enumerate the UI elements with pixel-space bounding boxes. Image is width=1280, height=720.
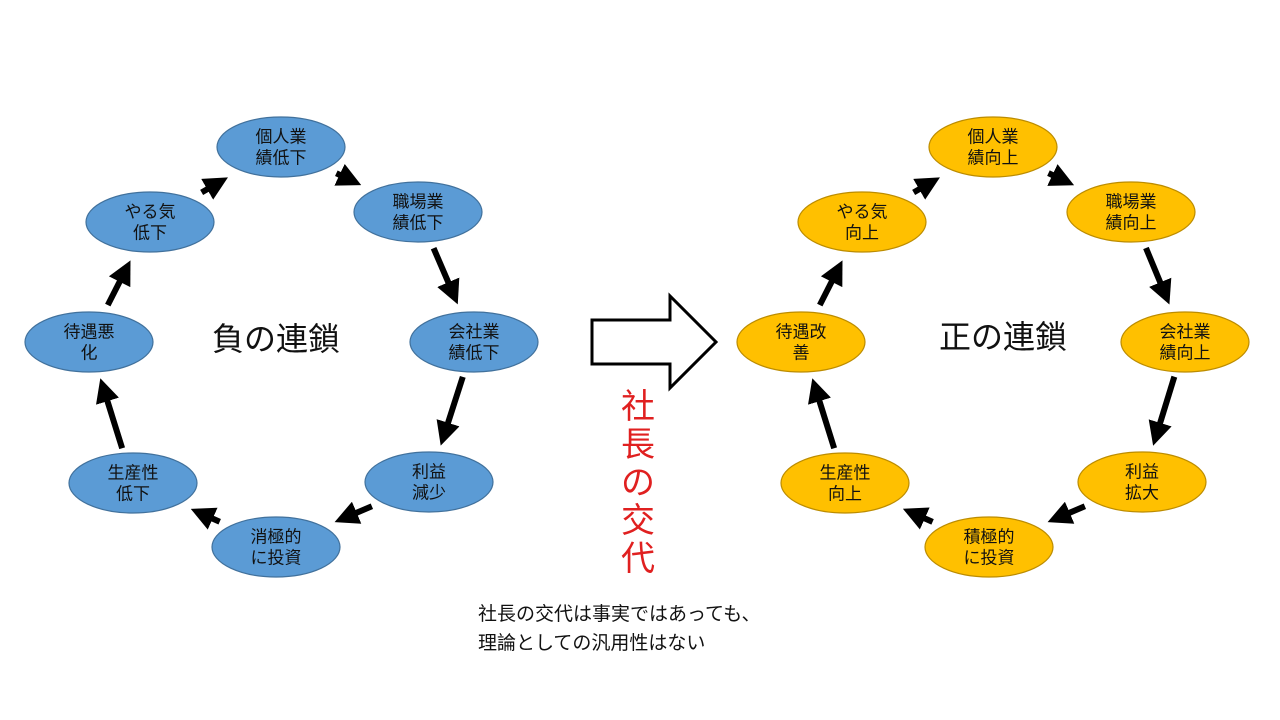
negative-node-label-line: 消極的 xyxy=(251,528,302,548)
positive-node-shape xyxy=(736,311,866,373)
negative-node-label-line: 低下 xyxy=(133,224,167,244)
positive-node-label-line: に投資 xyxy=(964,549,1015,569)
positive-arrow-6 xyxy=(808,378,838,450)
negative-arrow-7 xyxy=(105,260,131,307)
negative-node-label-line: 績低下 xyxy=(393,214,444,234)
negative-arrow-8 xyxy=(200,177,228,200)
negative-node-label-line: 職場業 xyxy=(393,193,444,213)
transition-label-char-2: 長 xyxy=(621,425,655,465)
positive-cycle-title: 正の連鎖 xyxy=(939,318,1067,356)
negative-node-shape xyxy=(211,516,341,578)
positive-node-label-line: 績向上 xyxy=(1106,214,1157,234)
negative-node-label-line: 低下 xyxy=(116,485,150,505)
negative-node-label-line: 績低下 xyxy=(449,344,500,364)
positive-node-label-line: 向上 xyxy=(845,224,879,244)
negative-arrow-6 xyxy=(96,378,126,450)
positive-node-shape xyxy=(928,116,1058,178)
positive-node-label-line: 個人業 xyxy=(968,128,1019,148)
positive-node-label-line: やる気 xyxy=(837,203,888,223)
positive-node-shape xyxy=(797,191,927,253)
positive-node-label-line: 績向上 xyxy=(968,149,1019,169)
positive-node-label-line: 善 xyxy=(793,344,810,364)
positive-arrow-7 xyxy=(817,260,843,307)
footnote: 社長の交代は事実ではあっても、 理論としての汎用性はない xyxy=(478,600,761,658)
positive-node-label-line: 向上 xyxy=(828,485,862,505)
negative-cycle: 個人業績低下職場業績低下会社業績低下利益減少消極的に投資生産性低下待遇悪化やる気… xyxy=(24,116,539,578)
positive-arrow-4 xyxy=(1047,501,1087,524)
positive-node-shape xyxy=(1066,181,1196,243)
positive-cycle-arrows xyxy=(808,164,1178,530)
positive-node-shape xyxy=(1120,311,1250,373)
negative-node-label-line: 待遇悪 xyxy=(64,323,115,343)
negative-arrow-2 xyxy=(430,247,460,305)
positive-node-label-line: 会社業 xyxy=(1160,323,1211,343)
positive-cycle: 個人業績向上職場業績向上会社業績向上利益拡大積極的に投資生産性向上待遇改善やる気… xyxy=(736,116,1250,578)
positive-node-label-line: 生産性 xyxy=(820,464,871,484)
negative-node-shape xyxy=(85,191,215,253)
negative-cycle-nodes: 個人業績低下職場業績低下会社業績低下利益減少消極的に投資生産性低下待遇悪化やる気… xyxy=(24,116,539,578)
negative-node-label-line: 個人業 xyxy=(256,128,307,148)
negative-node-label-line: 会社業 xyxy=(449,323,500,343)
negative-node-label-line: に投資 xyxy=(251,549,302,569)
transition-label-char-4: 交 xyxy=(621,501,655,541)
positive-node-label-line: 拡大 xyxy=(1125,484,1159,504)
positive-node-label-line: 待遇改 xyxy=(776,323,827,343)
positive-node-shape xyxy=(1077,451,1207,513)
positive-arrow-8 xyxy=(912,177,940,200)
negative-cycle-arrows xyxy=(96,163,466,530)
negative-node-label-line: 利益 xyxy=(412,463,446,483)
negative-arrow-4 xyxy=(334,501,374,524)
positive-node-label-line: 職場業 xyxy=(1106,193,1157,213)
positive-node-label-line: 積極的 xyxy=(964,528,1015,548)
transition-label-char-5: 代 xyxy=(621,539,655,579)
transition-label-char-1: 社 xyxy=(621,387,655,427)
positive-arrow-1 xyxy=(1047,164,1075,186)
positive-cycle-nodes: 個人業績向上職場業績向上会社業績向上利益拡大積極的に投資生産性向上待遇改善やる気… xyxy=(736,116,1250,578)
negative-node-label-line: 化 xyxy=(81,344,98,364)
footnote-line-2: 理論としての汎用性はない xyxy=(478,632,706,654)
footnote-line-1: 社長の交代は事実ではあっても、 xyxy=(478,603,761,625)
negative-node-shape xyxy=(364,451,494,513)
negative-node-label-line: 績低下 xyxy=(256,149,307,169)
positive-arrow-2 xyxy=(1143,246,1172,305)
positive-node-shape xyxy=(924,516,1054,578)
positive-arrow-3 xyxy=(1148,375,1178,446)
transition-label: 社 長 の 交 代 xyxy=(621,387,655,579)
transition-label-char-3: の xyxy=(621,463,655,503)
negative-node-shape xyxy=(409,311,539,373)
negative-node-shape xyxy=(353,181,483,243)
positive-arrow-5 xyxy=(902,507,934,530)
transition-arrow xyxy=(590,292,719,392)
negative-arrow-3 xyxy=(436,375,466,446)
negative-cycle-title: 負の連鎖 xyxy=(212,320,340,358)
negative-node-label-line: 減少 xyxy=(412,484,446,504)
negative-node-shape xyxy=(24,311,154,373)
positive-node-shape xyxy=(780,452,910,514)
negative-node-shape xyxy=(216,116,346,178)
negative-node-label-line: 生産性 xyxy=(108,464,159,484)
negative-arrow-1 xyxy=(334,163,362,186)
negative-arrow-5 xyxy=(190,507,221,530)
negative-node-label-line: やる気 xyxy=(125,203,176,223)
positive-node-label-line: 績向上 xyxy=(1160,344,1211,364)
negative-node-shape xyxy=(68,452,198,514)
positive-node-label-line: 利益 xyxy=(1125,463,1159,483)
